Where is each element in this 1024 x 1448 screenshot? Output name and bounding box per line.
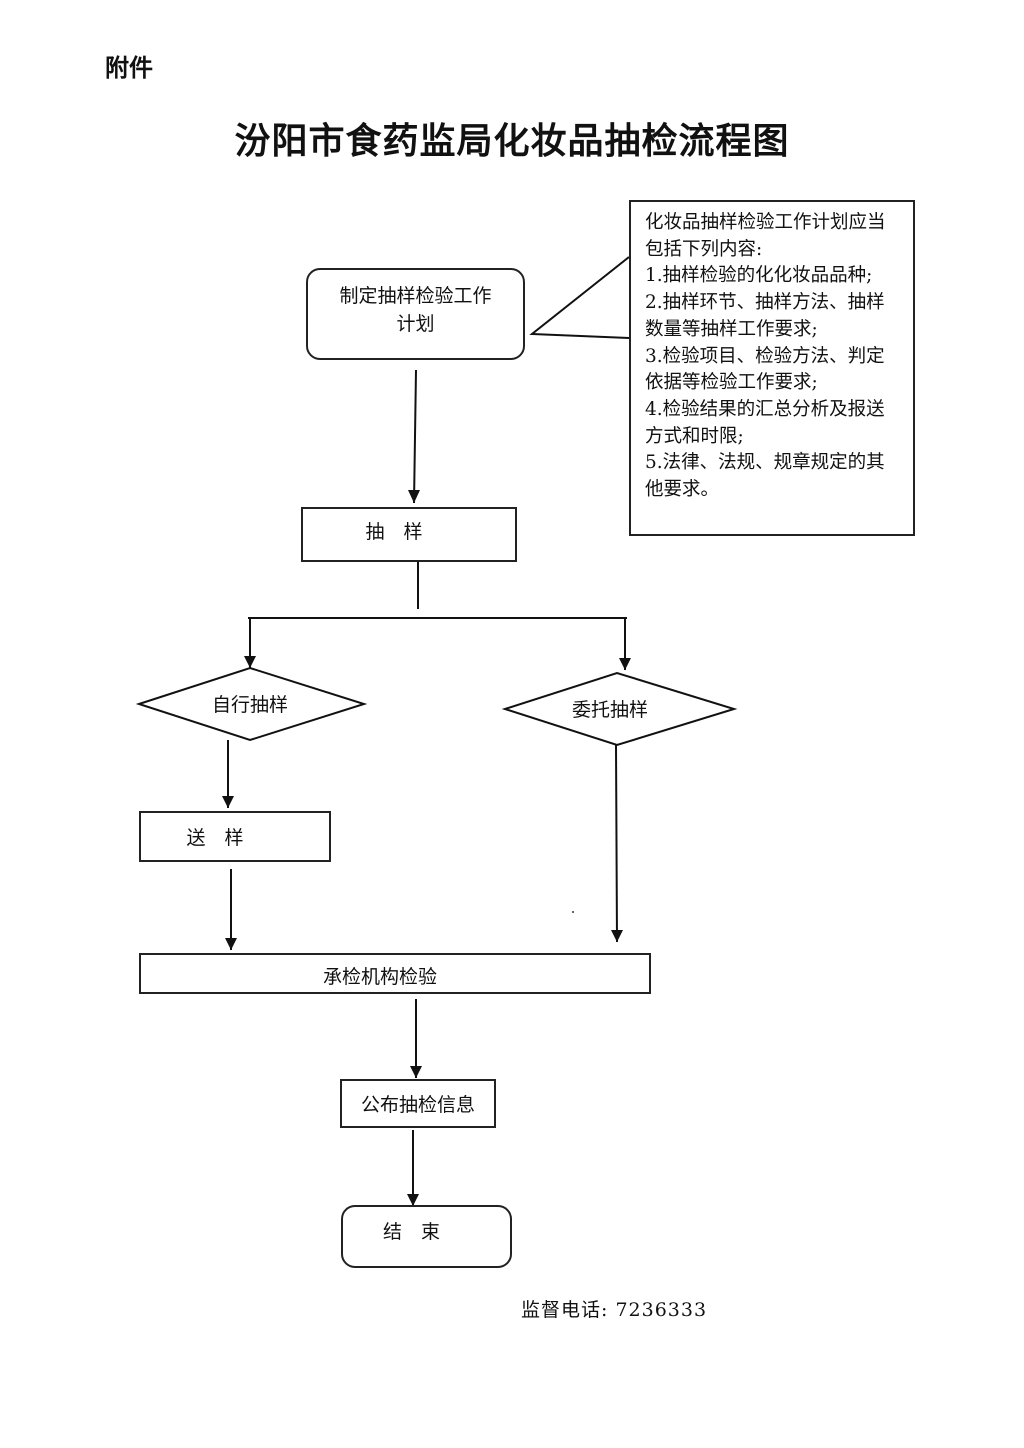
attachment-label: 附件 xyxy=(105,54,153,82)
note-line: 2.抽样环节、抽样方法、抽样数量等抽样工作要求; xyxy=(645,292,885,340)
arrow-to-publish xyxy=(410,1066,422,1078)
note-line: 化妆品抽样检验工作计划应当包括下列内容: xyxy=(645,212,886,260)
sampling-label: 抽 样 xyxy=(365,521,423,543)
arrow-to-send-sample xyxy=(222,796,234,808)
arrow-to-end xyxy=(407,1194,419,1206)
entrusted-sampling-label: 委托抽样 xyxy=(571,699,648,721)
note-line: 1.抽样检验的化化妆品品种; xyxy=(645,265,873,287)
supervision-phone: 监督电话: 7236333 xyxy=(521,1299,708,1321)
arrow-plan-to-sampling xyxy=(413,369,417,504)
plan-node-line1: 制定抽样检验工作 xyxy=(339,285,492,307)
end-node: 结 束 xyxy=(341,1205,512,1268)
publish-node: 公布抽检信息 xyxy=(340,1079,496,1128)
entrusted-sampling-diamond xyxy=(501,671,738,747)
plan-requirements-note: 化妆品抽样检验工作计划应当包括下列内容: 1.抽样检验的化化妆品品种; 2.抽样… xyxy=(629,200,915,536)
end-label: 结 束 xyxy=(382,1221,440,1243)
plan-node: 制定抽样检验工作 计划 xyxy=(306,268,525,360)
note-line: 4.检验结果的汇总分析及报送方式和时限; xyxy=(645,398,885,447)
plan-node-line2: 计划 xyxy=(396,313,435,335)
sampling-node: 抽 样 xyxy=(301,507,517,562)
publish-label: 公布抽检信息 xyxy=(360,1094,475,1116)
arrow-send-to-inspection xyxy=(225,938,237,950)
arrow-to-self-sampling xyxy=(244,656,256,668)
arrow-entrusted-to-inspection xyxy=(611,930,623,942)
page-title: 汾阳市食药监局化妆品抽检流程图 xyxy=(234,121,790,162)
send-sample-label: 送 样 xyxy=(186,827,244,849)
note-line: 3.检验项目、检验方法、判定依据等检验工作要求; xyxy=(645,345,885,394)
arrow-to-entrusted-sampling xyxy=(619,658,631,670)
note-line: 5.法律、法规、规章规定的其他要求。 xyxy=(645,452,885,501)
self-sampling-label: 自行抽样 xyxy=(211,694,288,716)
inspection-label: 承检机构检验 xyxy=(322,966,437,988)
inspection-node: 承检机构检验 xyxy=(139,953,651,994)
self-sampling-diamond xyxy=(135,666,368,742)
callout-pointer xyxy=(529,256,630,339)
send-sample-node: 送 样 xyxy=(139,811,331,862)
